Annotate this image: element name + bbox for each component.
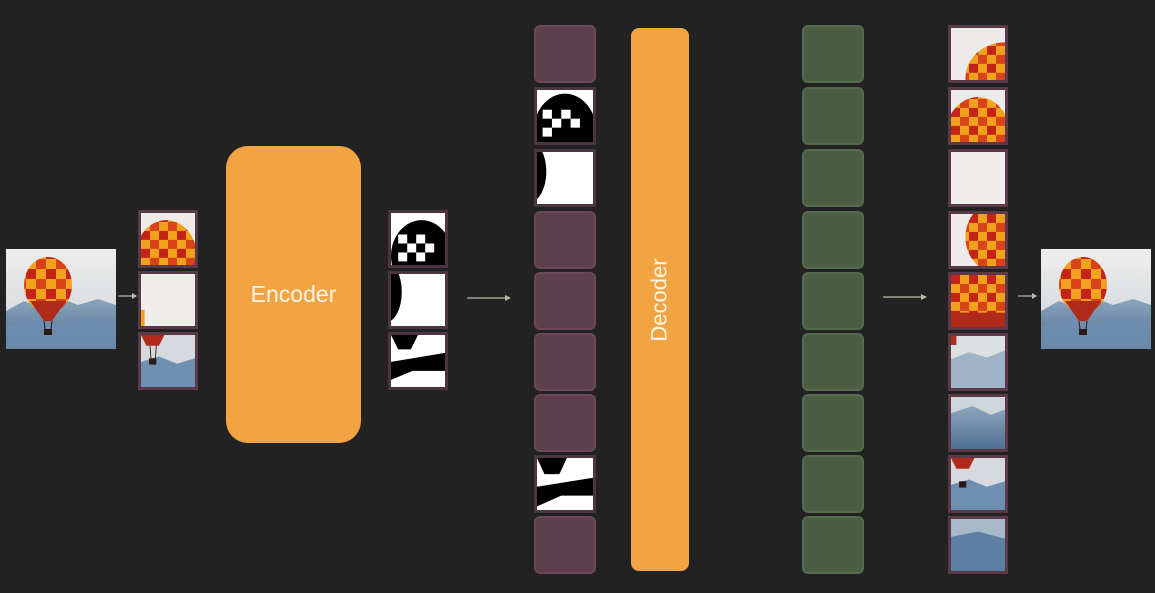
reconstructed-patch bbox=[948, 333, 1008, 391]
mask-token bbox=[534, 516, 596, 574]
encoder-block: Encoder bbox=[226, 146, 361, 443]
decoded-token bbox=[802, 516, 864, 574]
arrow-patches-to-output bbox=[1018, 291, 1038, 301]
decoder-label: Decoder bbox=[647, 257, 672, 342]
decoder-block: Decoder bbox=[631, 28, 689, 571]
decoded-token bbox=[802, 87, 864, 145]
mask-token bbox=[534, 394, 596, 452]
reconstructed-image bbox=[1041, 249, 1151, 349]
encoded-token bbox=[388, 332, 448, 390]
reconstructed-patch bbox=[948, 394, 1008, 452]
mask-token bbox=[534, 211, 596, 269]
reconstructed-patch bbox=[948, 149, 1008, 207]
decoded-token bbox=[802, 394, 864, 452]
decoded-token bbox=[802, 455, 864, 513]
decoded-token bbox=[802, 272, 864, 330]
mask-token bbox=[534, 272, 596, 330]
mask-token bbox=[534, 333, 596, 391]
encoded-token bbox=[534, 455, 596, 513]
visible-patch bbox=[138, 271, 198, 329]
arrow-encoded-to-sequence bbox=[467, 293, 512, 303]
mask-token bbox=[534, 25, 596, 83]
reconstructed-patch bbox=[948, 211, 1008, 269]
input-image bbox=[6, 249, 116, 349]
encoded-token bbox=[388, 271, 448, 329]
reconstructed-patch bbox=[948, 87, 1008, 145]
arrow-decoded-to-patches bbox=[883, 292, 928, 302]
decoded-token bbox=[802, 25, 864, 83]
reconstructed-patch bbox=[948, 272, 1008, 330]
decoded-token bbox=[802, 149, 864, 207]
decoded-token bbox=[802, 211, 864, 269]
visible-patch bbox=[138, 332, 198, 390]
visible-patch bbox=[138, 210, 198, 268]
decoded-token bbox=[802, 333, 864, 391]
reconstructed-patch bbox=[948, 455, 1008, 513]
encoder-label: Encoder bbox=[250, 281, 337, 307]
encoded-token bbox=[534, 149, 596, 207]
arrow-input-to-patches bbox=[118, 291, 138, 301]
reconstructed-patch bbox=[948, 516, 1008, 574]
reconstructed-patch bbox=[948, 25, 1008, 83]
encoded-token bbox=[534, 87, 596, 145]
encoded-token bbox=[388, 210, 448, 268]
